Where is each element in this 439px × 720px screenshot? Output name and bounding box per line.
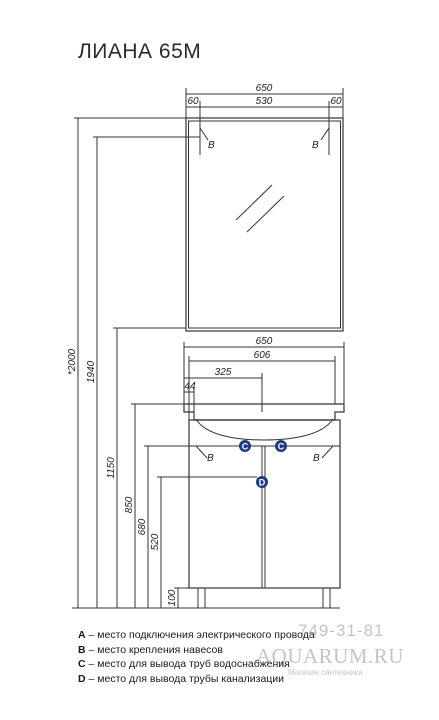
legend-text: – место для вывода трубы канализации [85,672,285,685]
vanity-basin-top [183,403,345,421]
marker-c-right-label: C [278,442,285,452]
legend-text: – место крепления навесов [85,643,223,656]
dim-label-mirror-right: 60 [330,96,342,107]
marker-b-mirror-right: B [312,140,319,151]
cabinet-leg [322,587,331,609]
dim-label-vanity-inner: 606 [254,350,271,361]
marker-b-mirror-left: B [208,140,215,151]
dim-label-vanity-left: 44 [184,381,196,392]
dim-label-height-drain: 520 [150,533,161,550]
dim-label-height-mirror-bottom: 1150 [106,457,117,479]
page-title: ЛИАНА 65М [78,40,202,63]
dim-label-height-vanity-top: 850 [124,496,135,513]
marker-c-right [275,440,287,452]
legend-letter: B [78,643,86,656]
dim-label-height-connection: 680 [137,518,148,535]
watermark-brand: AQUARUM.RU [256,644,404,668]
mirror-glare-line [235,184,273,221]
legend-item-b: B – место крепления навесов [78,643,315,658]
leader-line [320,127,330,141]
leader-line [199,127,209,141]
marker-b-cabinet-right: B [313,453,320,464]
mirror-outer-frame [185,117,344,332]
mirror-inner-frame [188,120,341,329]
watermark-phone: 749-31-81 [298,621,385,640]
watermark-tagline: Магазин сантехники [288,668,363,677]
dim-label-mirror-inner: 530 [256,96,273,107]
legend-letter: C [78,658,86,670]
legend-text: – место для вывода труб водоснабжения [85,658,290,670]
cabinet-leg [197,587,206,609]
marker-d [256,476,268,488]
leader-line [321,445,334,459]
legend-letter: A [78,629,86,641]
legend-item-d: D – место для вывода трубы канализации [78,672,315,687]
legend-text: – место подключения электрического прово… [85,629,315,641]
legend-letter: D [78,672,86,685]
dim-label-vanity-center: 325 [215,367,232,378]
dim-label-height-total: *2000 [67,348,78,375]
basin-bowl-curve [195,418,334,441]
dim-label-mirror-left: 60 [187,96,199,107]
dim-label-height-mirror-top: 1940 [86,360,97,383]
leader-line [195,445,208,459]
dim-label-height-legs: 100 [167,589,178,606]
mirror-glare-line [246,195,285,233]
legend-item-c: C – место для вывода труб водоснабжения [78,657,315,672]
dim-label-vanity-total: 650 [256,336,273,347]
legend-item-a: A – место подключения электрического про… [78,628,315,643]
marker-d-label: D [259,478,266,488]
marker-c-left [239,440,251,452]
marker-b-cabinet-left: B [207,453,214,464]
dim-label-mirror-total: 650 [256,83,273,94]
marker-c-left-label: C [242,442,249,452]
legend: A – место подключения электрического про… [78,628,315,686]
